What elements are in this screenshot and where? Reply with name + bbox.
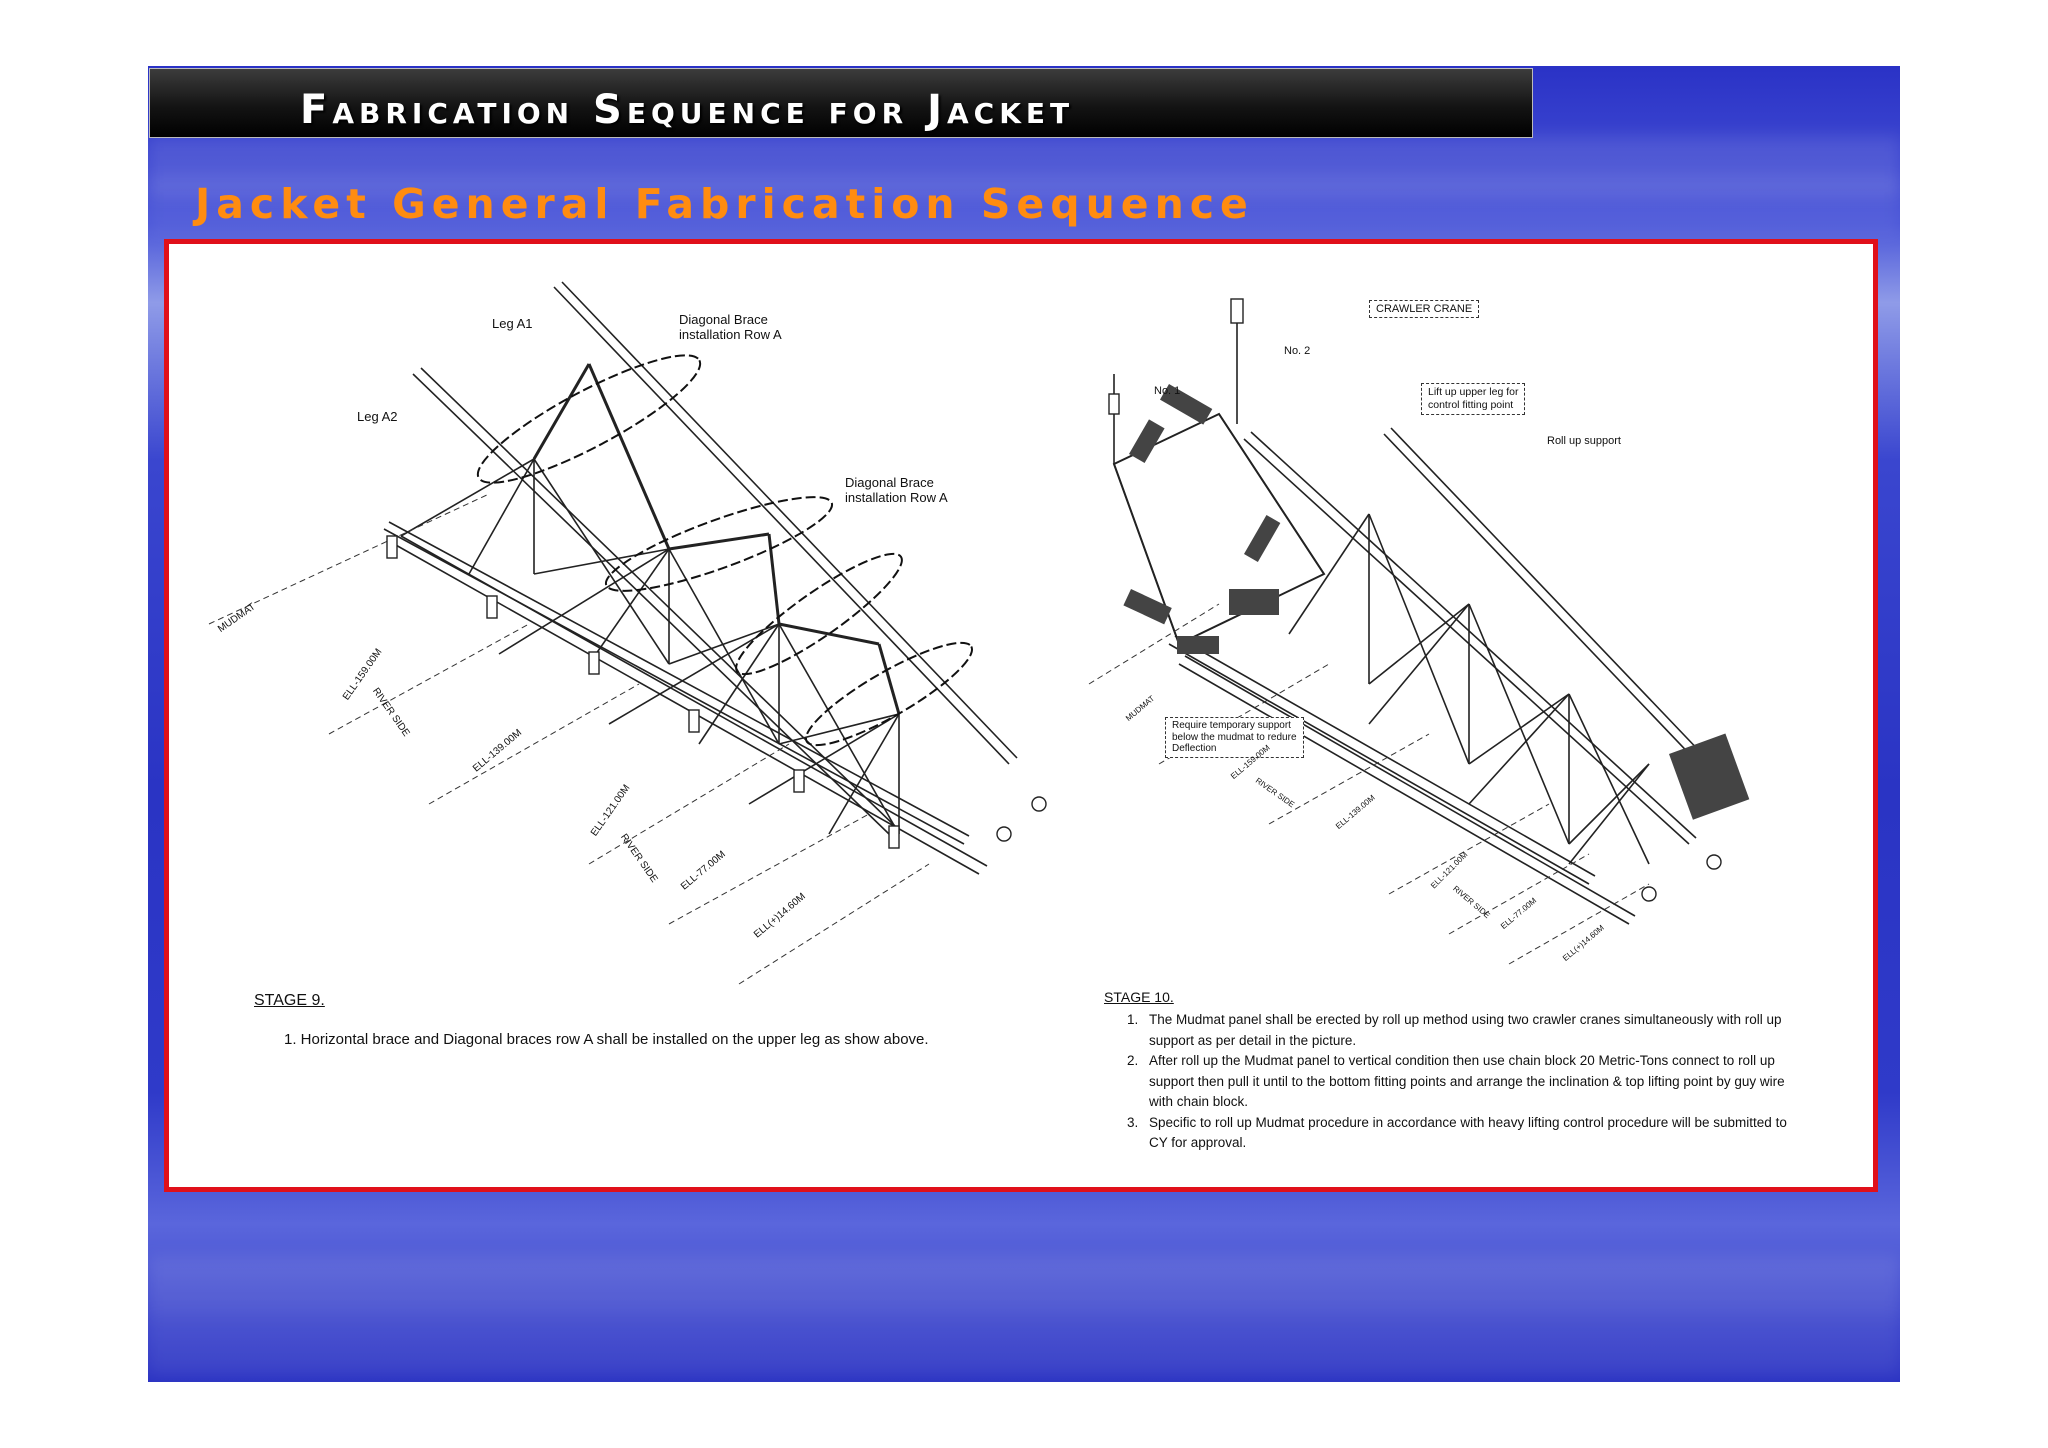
slide-title: Fabrication Sequence for Jacket — [300, 87, 1075, 133]
stage-10-list: 1.The Mudmat panel shall be erected by r… — [1127, 1010, 1807, 1154]
crane-no1-label: No. 1 — [1154, 385, 1181, 397]
slide-subtitle: Jacket General Fabrication Sequence — [195, 180, 1254, 228]
diagonal-brace-label-1: Diagonal Brace installation Row A — [679, 312, 782, 342]
crawler-crane-label: CRAWLER CRANE — [1369, 300, 1480, 318]
diagonal-brace-label-2: Diagonal Brace installation Row A — [845, 475, 948, 505]
stage-9-text: 1. Horizontal brace and Diagonal braces … — [284, 1031, 929, 1048]
stage-10-drawing — [1088, 298, 1750, 965]
stage-10-title: STAGE 10. — [1104, 989, 1174, 1005]
roll-up-support-label: Roll up support — [1547, 435, 1621, 447]
leg-a1-label: Leg A1 — [492, 316, 533, 331]
content-panel: Leg A1 Leg A2 Diagonal Brace installatio… — [164, 239, 1878, 1192]
lift-up-leg-label: Lift up upper leg for control fitting po… — [1421, 383, 1526, 415]
title-bar: Fabrication Sequence for Jacket — [149, 68, 1533, 138]
temporary-support-label: Require temporary support below the mudm… — [1165, 717, 1304, 758]
stage-9-title: STAGE 9. — [254, 992, 325, 1009]
leg-a2-label: Leg A2 — [357, 409, 398, 424]
stage-10-item: 1.The Mudmat panel shall be erected by r… — [1127, 1012, 1782, 1048]
stage-10-item: 2.After roll up the Mudmat panel to vert… — [1127, 1053, 1785, 1109]
stage-10-item: 3.Specific to roll up Mudmat procedure i… — [1127, 1114, 1787, 1151]
crane-no2-label: No. 2 — [1284, 345, 1311, 357]
stage-9-drawing — [208, 281, 1047, 985]
